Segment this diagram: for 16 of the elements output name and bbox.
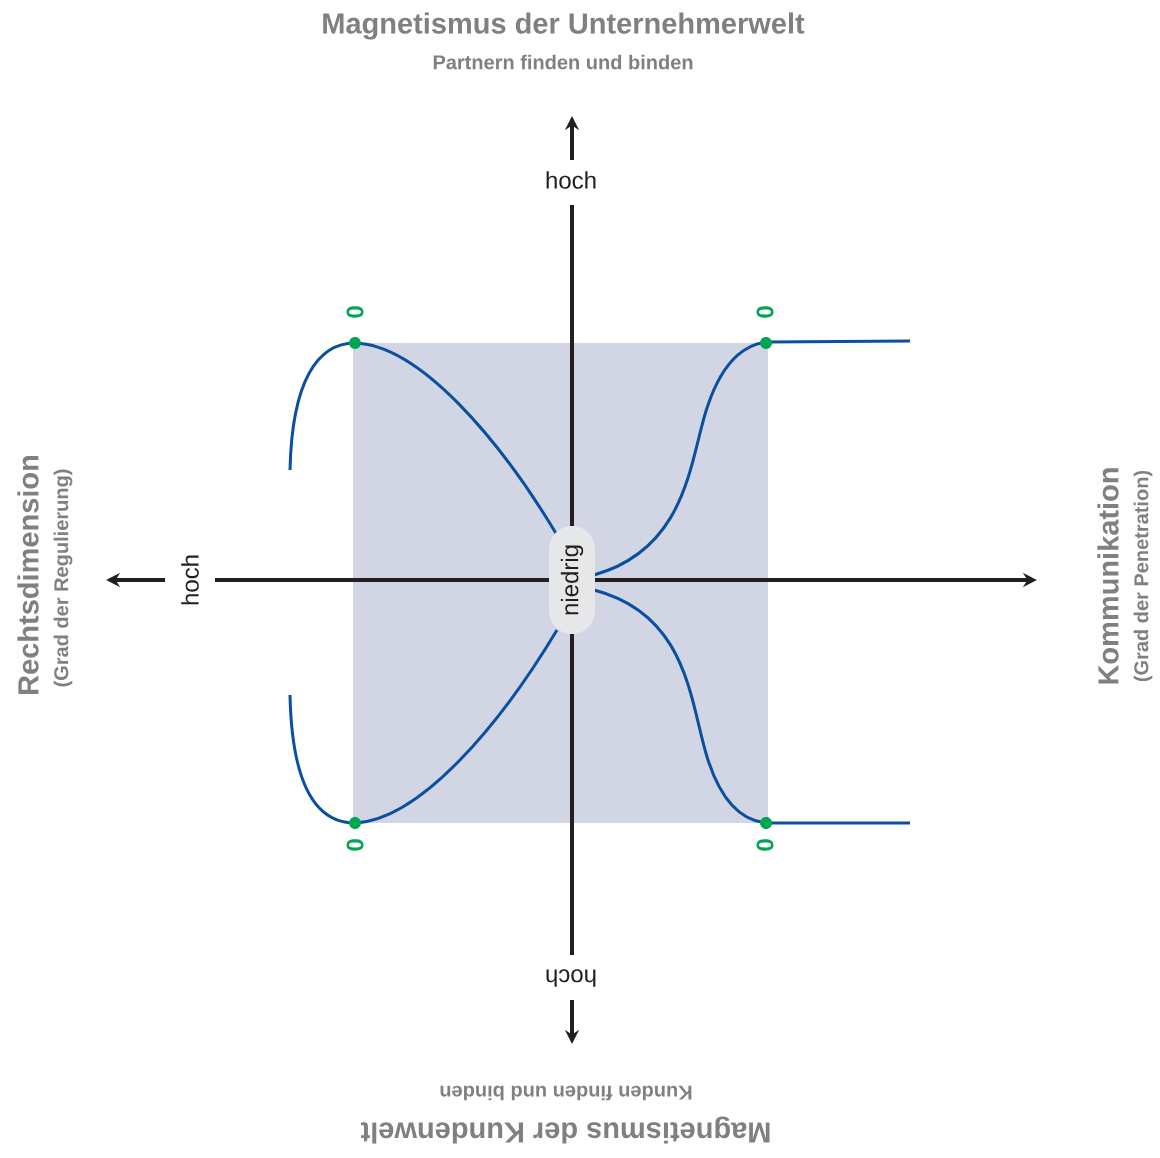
heading: Magnetismus der Kundenwelt [360, 1116, 770, 1144]
axis-label: hoch [181, 555, 199, 605]
axis-label: hoch [546, 171, 596, 189]
heading: Rechtsdimension [17, 455, 39, 694]
point-label: 0 [346, 306, 364, 318]
subheading: (Grad der Regulierung) [53, 469, 73, 687]
subheading: Partnern finden und binden [433, 54, 693, 70]
axis-label: hoch [546, 969, 596, 987]
heading: Kommunikation [1097, 468, 1119, 684]
point-label: 0 [756, 306, 774, 318]
subheading: (Grad der Penetration) [1133, 470, 1153, 682]
point-label: 0 [756, 839, 774, 851]
subheading: Kunden finden und binden [440, 1085, 692, 1101]
point-label: 0 [346, 839, 364, 851]
axis-label-pill: niedrig [549, 526, 595, 634]
heading: Magnetismus der Unternehmerwelt [323, 12, 805, 40]
